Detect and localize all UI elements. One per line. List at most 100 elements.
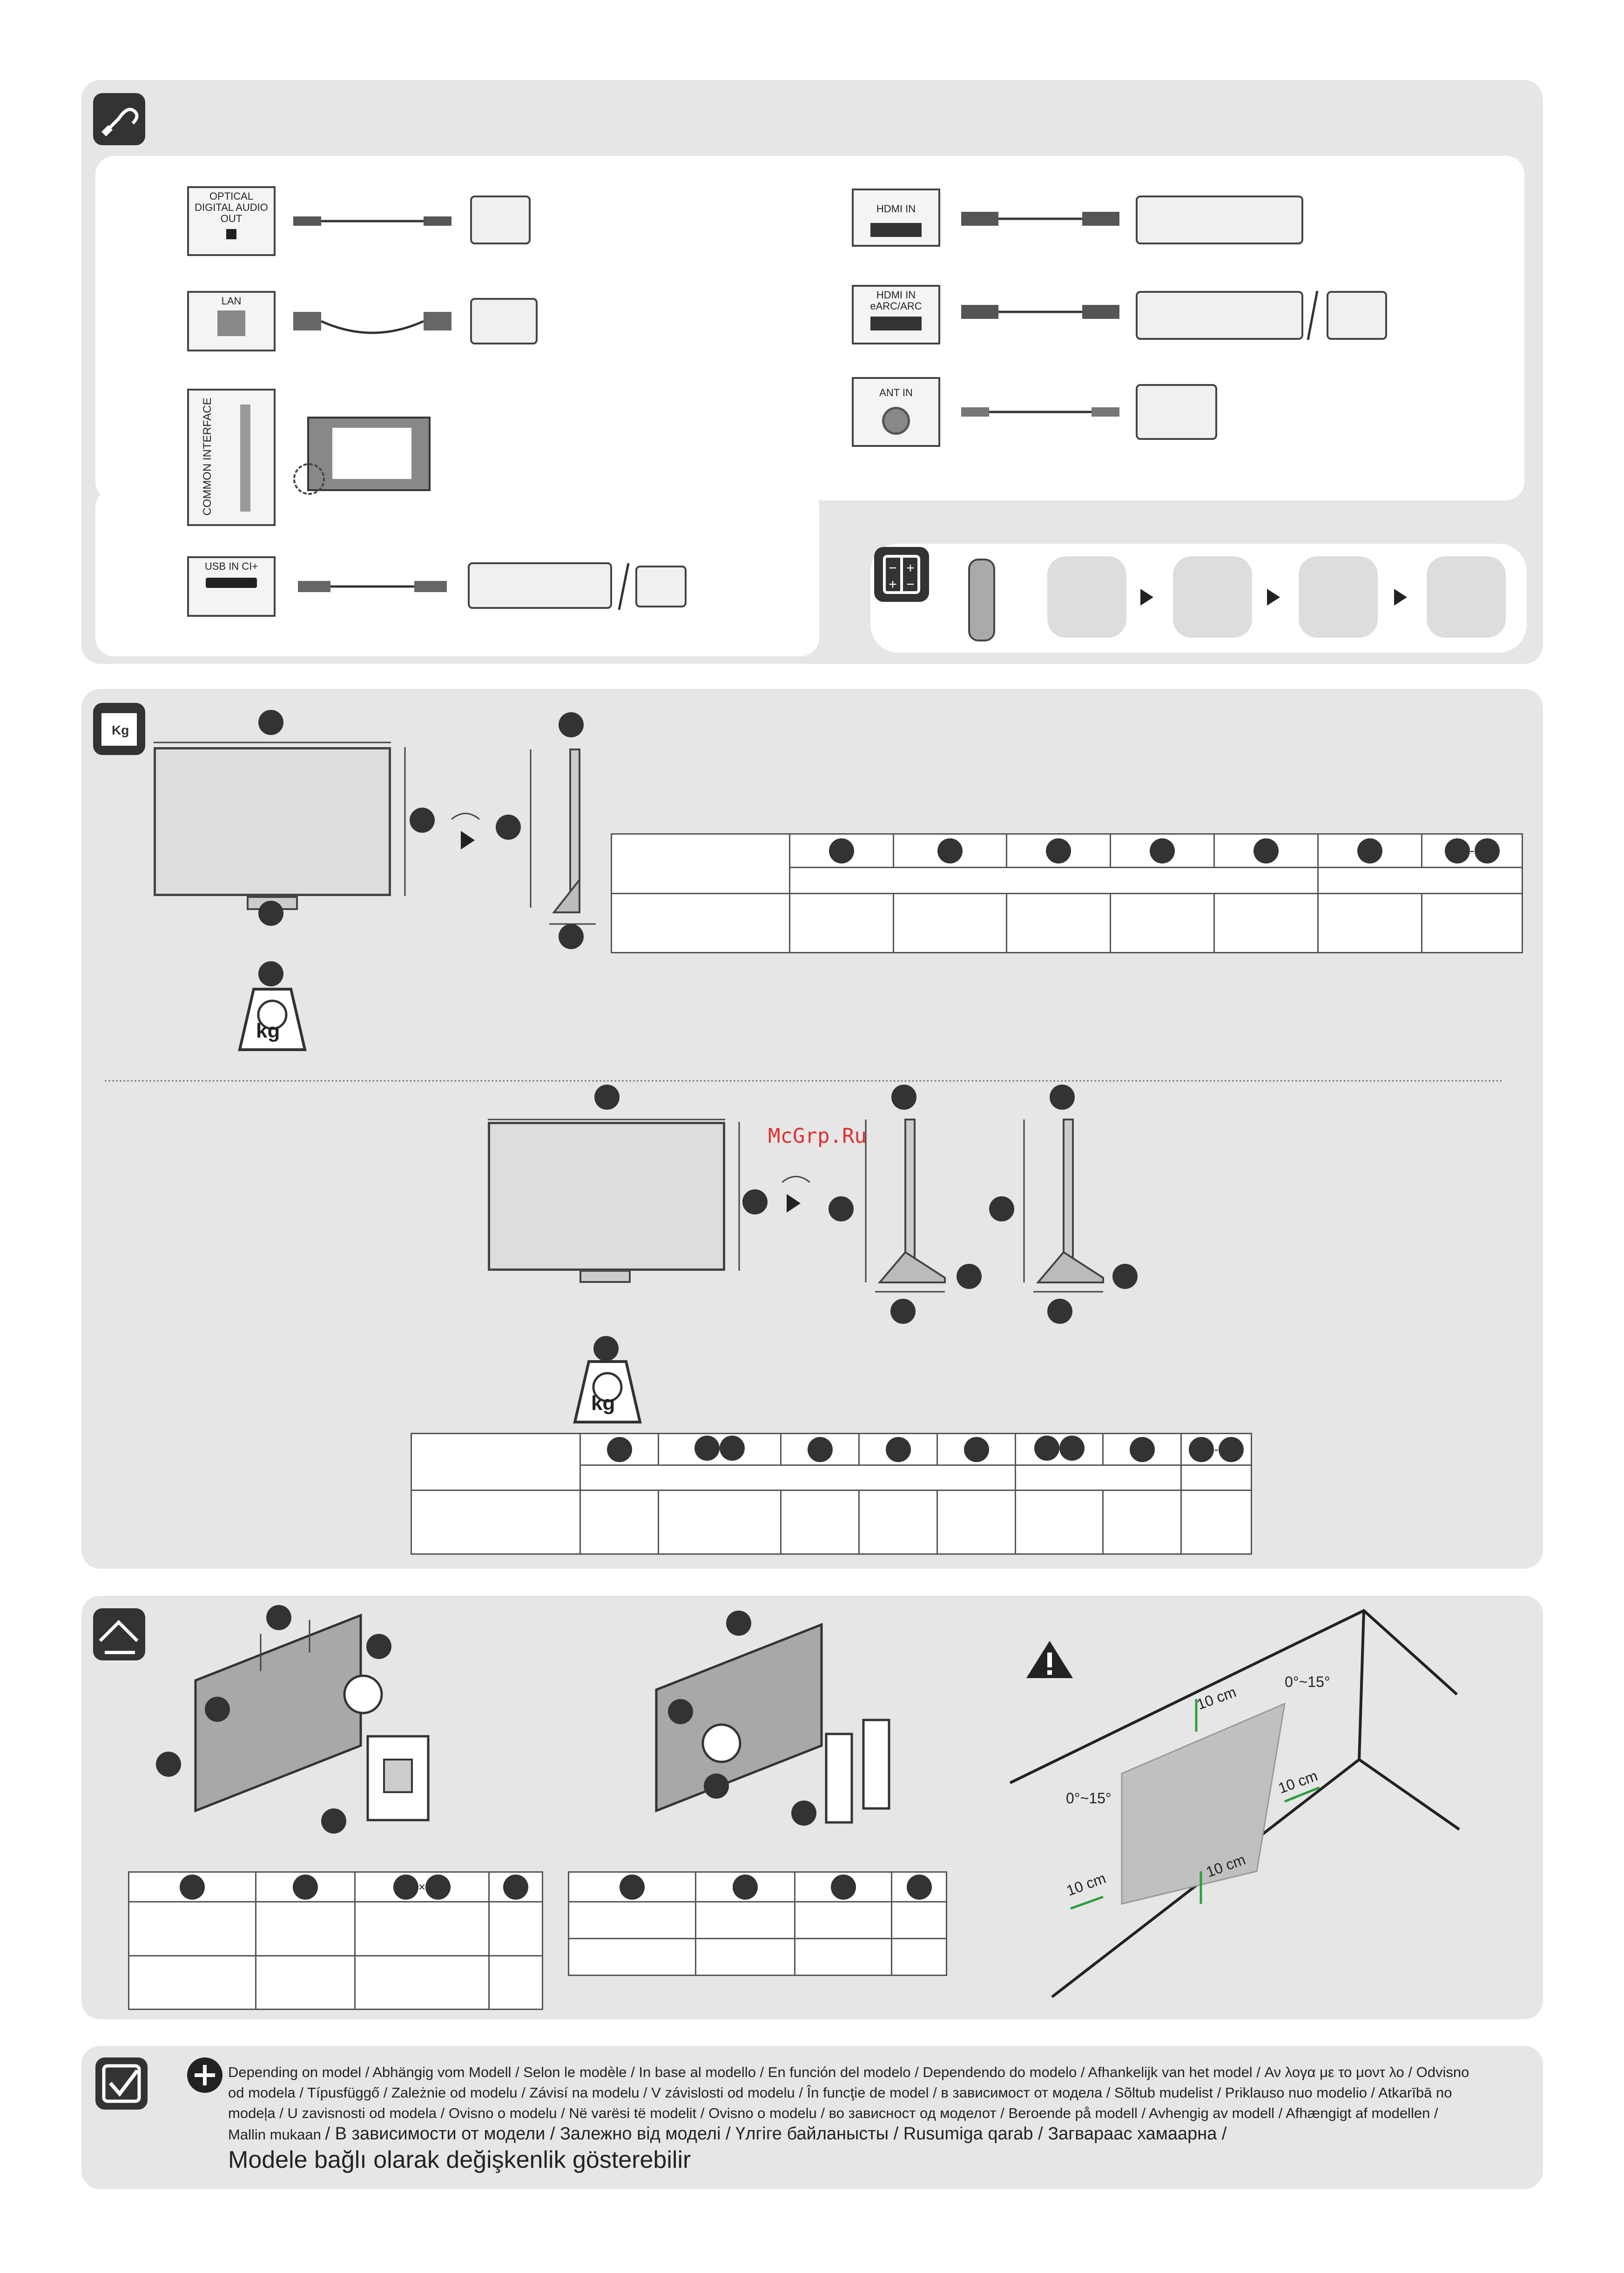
dim-badge xyxy=(791,1801,816,1826)
dim-badge xyxy=(1046,838,1071,863)
warning-icon xyxy=(1026,1641,1073,1678)
dim-badge xyxy=(694,1436,720,1461)
dim-badge xyxy=(321,1808,346,1834)
dim-badge xyxy=(1129,1437,1155,1462)
dim-badge xyxy=(593,1336,619,1361)
hdmi-earc-label: HDMI IN eARC/ARC xyxy=(870,289,922,312)
lan-cable xyxy=(293,312,451,334)
tv1-side-view xyxy=(530,749,596,925)
weight-dimension-icon: Kg xyxy=(93,703,145,755)
svg-text:−: − xyxy=(889,560,897,576)
dimension-table-1: - xyxy=(611,833,1523,953)
dim-badge xyxy=(293,1874,318,1900)
hdmi-earc-cable xyxy=(961,305,1119,319)
tv2-width-arrow xyxy=(488,1119,725,1120)
optical-port: OPTICAL DIGITAL AUDIO OUT xyxy=(187,186,276,256)
dim-badge xyxy=(366,1634,391,1659)
dim-badge xyxy=(890,1299,916,1324)
common-interface-label: COMMON INTERFACE xyxy=(201,398,214,516)
tv1-height-arrow xyxy=(404,747,406,896)
ant-label: ANT IN xyxy=(879,387,913,398)
dim-badge xyxy=(1150,838,1175,863)
dotted-divider xyxy=(105,1080,1503,1082)
usb-label: USB IN CI+ xyxy=(204,560,258,572)
vesa-times: × xyxy=(418,1880,426,1894)
dim-badge xyxy=(258,901,283,926)
dim-badge xyxy=(266,1605,291,1630)
tv2-stand xyxy=(580,1270,631,1283)
ci-card-notch xyxy=(293,463,325,495)
lan-label: LAN xyxy=(221,295,242,307)
antenna-cable xyxy=(961,407,1119,417)
dim-badge xyxy=(885,1437,911,1462)
range-dash: - xyxy=(1469,843,1475,858)
dim-badge xyxy=(1050,1085,1075,1110)
dim-badge xyxy=(559,924,584,949)
usb-cable xyxy=(298,581,447,592)
dim-badge xyxy=(1034,1436,1059,1461)
footer-text: Depending on model / Abhängig vom Modell… xyxy=(228,2062,1522,2175)
dim-badge xyxy=(594,1085,620,1110)
dim-badge xyxy=(1444,838,1470,863)
footer-line-5: Modele bağlı olarak değişkenlik göstereb… xyxy=(228,2146,691,2173)
remote-step-3 xyxy=(1299,556,1378,638)
svg-text:Kg: Kg xyxy=(112,723,129,737)
remote-step-2 xyxy=(1173,556,1252,638)
dim-badge xyxy=(1059,1436,1085,1461)
svg-text:+: + xyxy=(889,577,897,592)
dim-badge xyxy=(410,808,435,833)
scale-unit-2: kg xyxy=(591,1392,615,1415)
dim-badge xyxy=(503,1874,528,1900)
dim-badge xyxy=(1218,1437,1244,1462)
dim-badge xyxy=(606,1437,632,1462)
checklist-icon xyxy=(95,2057,148,2110)
tv-back-b xyxy=(655,1623,823,1813)
tv-back-a xyxy=(194,1613,362,1813)
screw-callout-b xyxy=(701,1723,741,1763)
dim-badge xyxy=(964,1437,989,1462)
dim-badge xyxy=(258,710,283,735)
dim-badge xyxy=(957,1264,982,1289)
dim-badge xyxy=(807,1437,833,1462)
usb-stick-device-icon xyxy=(635,566,687,607)
wall-mount-icon xyxy=(93,1608,145,1660)
step-arrows xyxy=(1140,589,1407,606)
dim-badge xyxy=(830,1874,856,1900)
dim-badge xyxy=(720,1436,745,1461)
rotate-arrow-2 xyxy=(782,1176,810,1213)
dim-badge xyxy=(1112,1264,1138,1289)
optical-label: OPTICAL DIGITAL AUDIO OUT xyxy=(195,190,268,224)
tilt-top: 0°~15° xyxy=(1285,1673,1330,1690)
wall-bracket-b xyxy=(825,1719,890,1824)
hdmi-earc-port: HDMI IN eARC/ARC xyxy=(852,285,940,344)
scale-unit-1: kg xyxy=(256,1019,280,1042)
ant-port: ANT IN xyxy=(852,377,940,447)
separator-slash xyxy=(618,563,630,610)
dim-badge xyxy=(891,1085,916,1110)
optical-cable xyxy=(293,216,451,226)
remote-step-1 xyxy=(1047,556,1126,638)
dim-badge xyxy=(989,1196,1014,1221)
lan-port: LAN xyxy=(187,291,276,351)
dim-badge xyxy=(559,712,584,737)
tv1-front xyxy=(154,747,391,896)
ci-card xyxy=(307,417,431,491)
dim-badge xyxy=(496,815,521,840)
footer-line-4: Mallin mukaan / В зависимости от модели … xyxy=(228,2124,1522,2145)
room-corner-lines xyxy=(1009,1609,1460,1998)
dimension-table-2: - xyxy=(411,1433,1252,1555)
dim-badge xyxy=(393,1874,418,1900)
dim-badge xyxy=(829,1196,854,1221)
svg-text:−: − xyxy=(906,577,915,592)
earc-soundbar-icon xyxy=(1327,291,1387,340)
dim-badge xyxy=(742,1189,768,1214)
dim-badge xyxy=(1253,838,1279,863)
cable-icon xyxy=(93,93,145,145)
dim-badge xyxy=(733,1874,758,1900)
remote-control xyxy=(968,559,995,641)
usb-hdd-device-icon xyxy=(468,562,612,609)
dim-badge xyxy=(1189,1437,1214,1462)
footer-line-1: Depending on model / Abhängig vom Modell… xyxy=(228,2064,1469,2080)
hdmi-cable xyxy=(961,212,1119,226)
plus-circle-icon xyxy=(187,2057,222,2093)
